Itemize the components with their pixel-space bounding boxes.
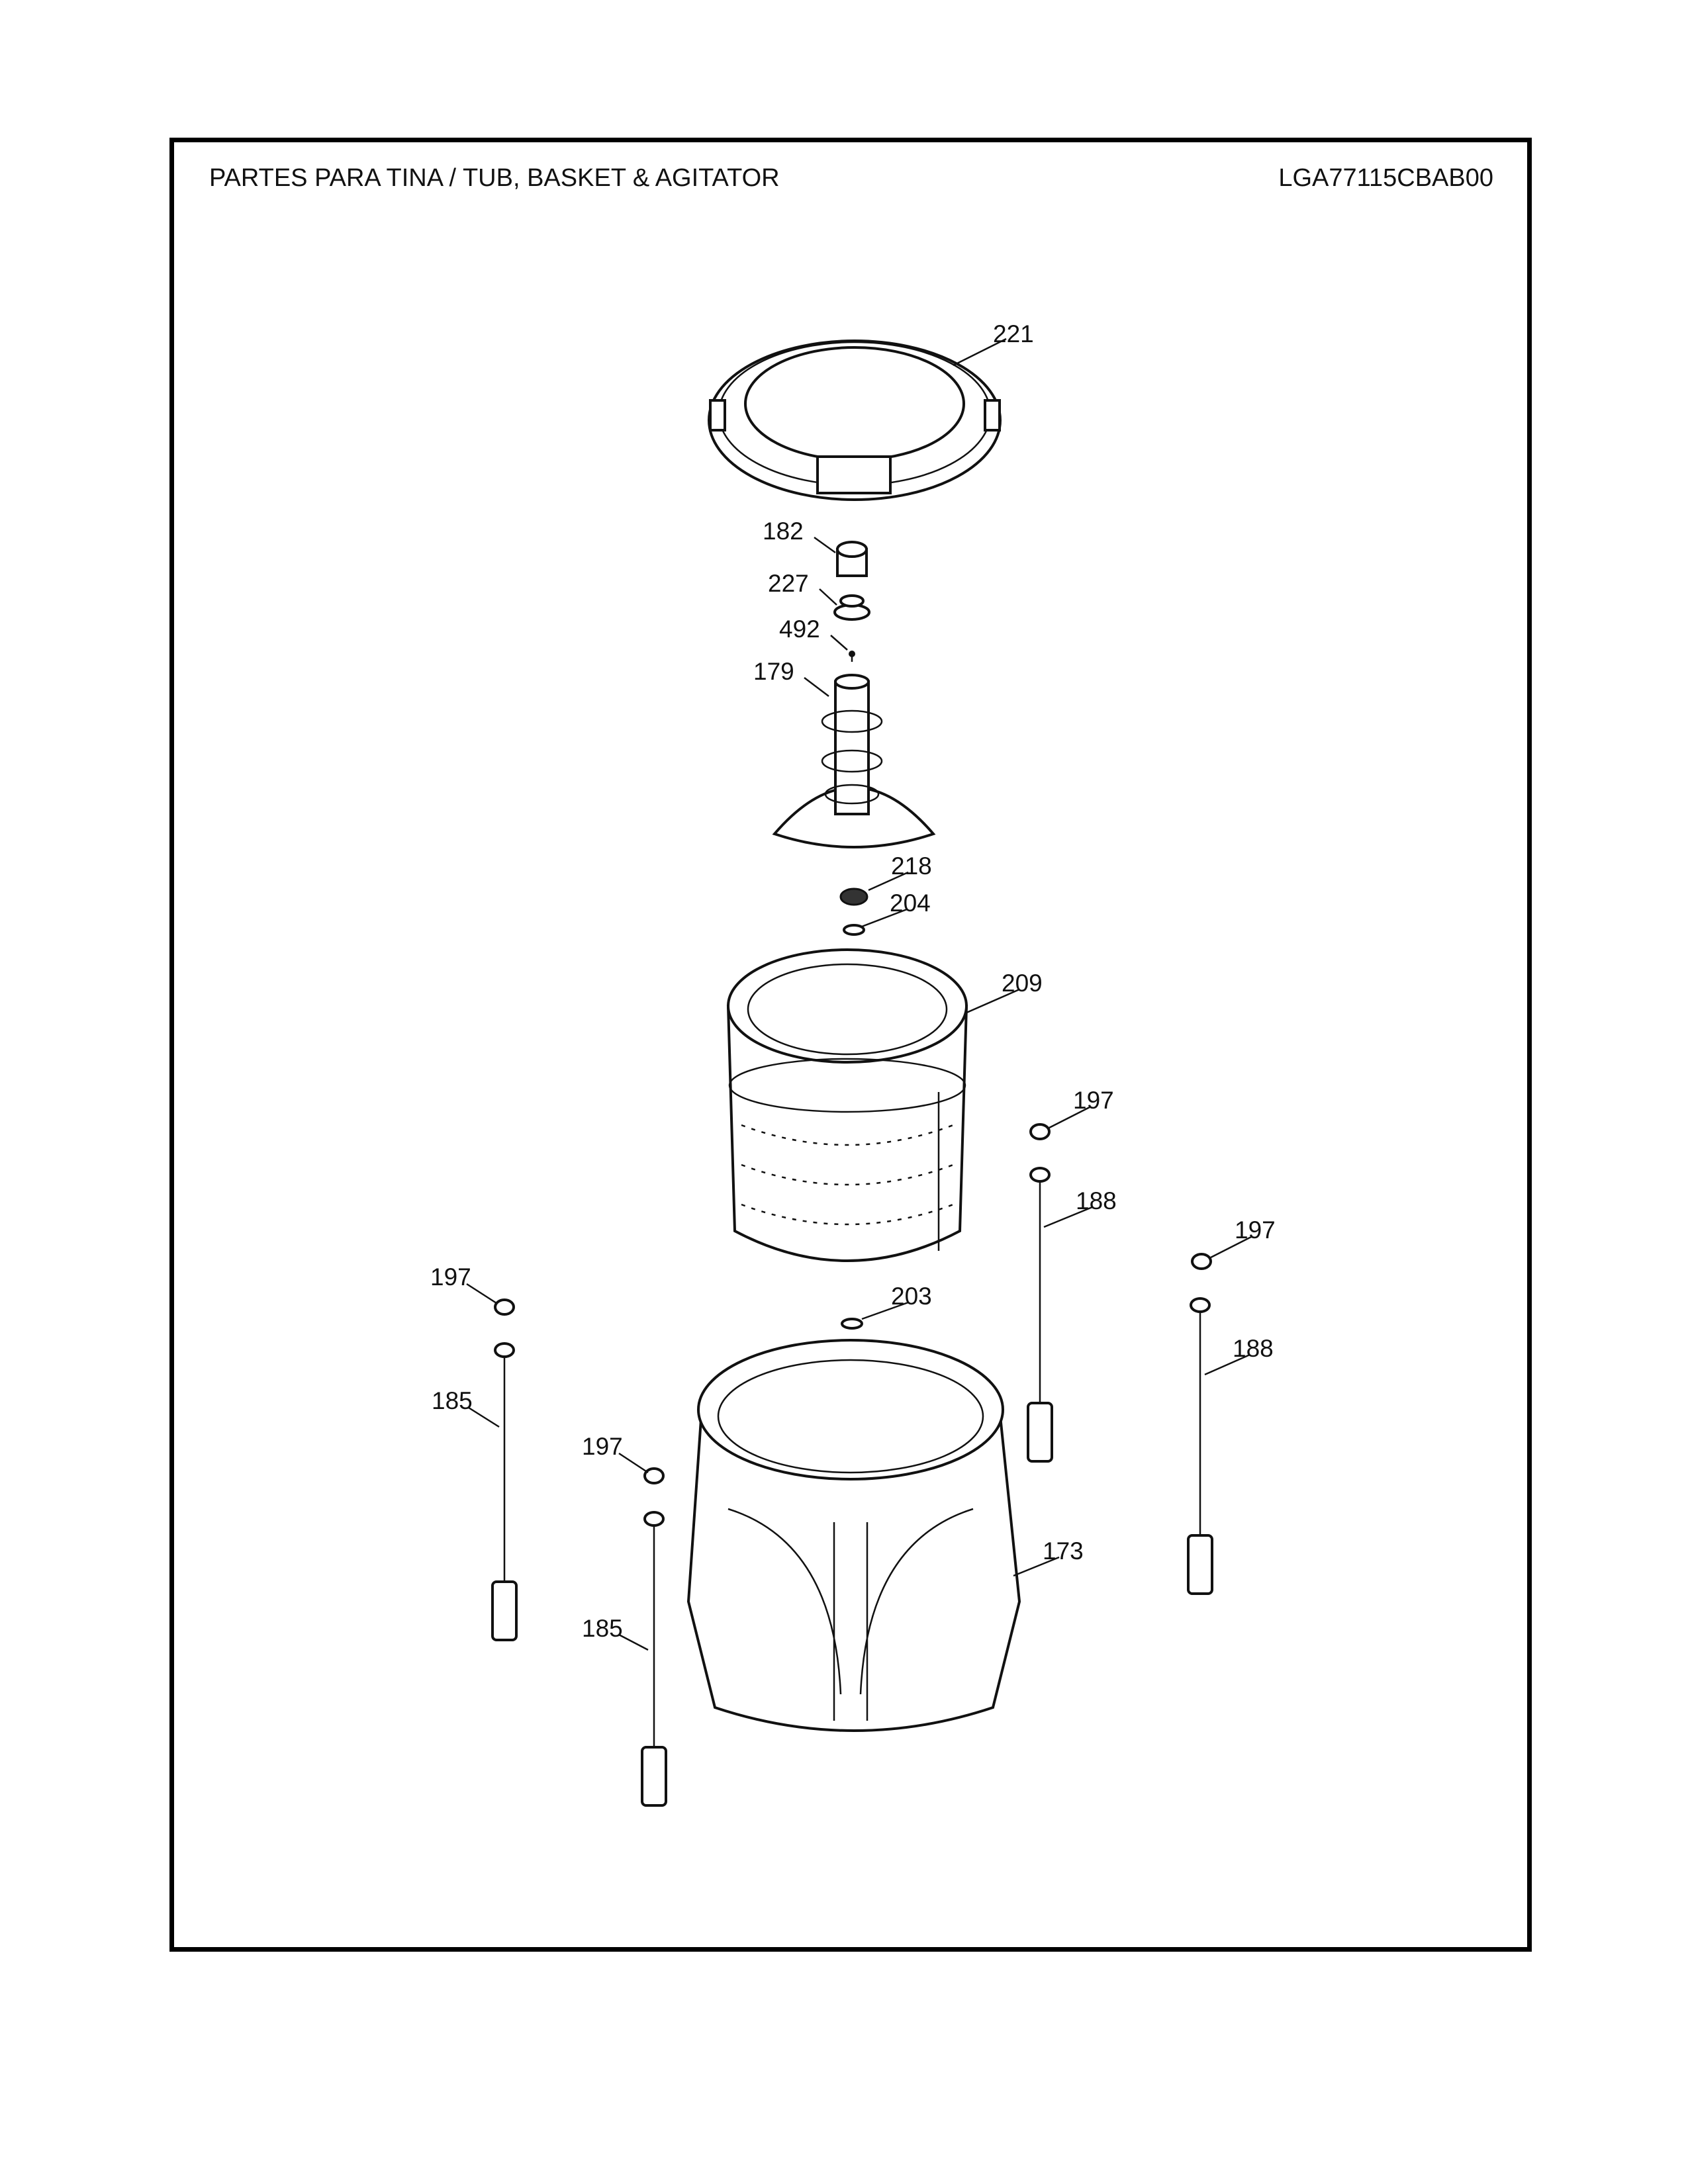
part-218-nut[interactable] [839,887,868,906]
callout-197: 197 [1235,1216,1276,1244]
part-197-pivot-cap[interactable] [1191,1253,1212,1270]
part-179-agitator[interactable] [772,674,936,848]
diagram-title: PARTES PARA TINA / TUB, BASKET & AGITATO… [209,164,780,192]
part-173-outer-tub[interactable] [686,1339,1021,1732]
part-188-suspension-rod[interactable] [1187,1297,1213,1595]
part-185-suspension-rod[interactable] [491,1342,518,1641]
callout-203: 203 [891,1283,932,1310]
part-188-suspension-rod[interactable] [1027,1167,1053,1463]
callout-221: 221 [993,320,1034,347]
callout-209: 209 [1002,970,1043,997]
part-185-suspension-rod[interactable] [641,1511,667,1807]
part-227-seal[interactable] [833,594,870,621]
callout-204: 204 [890,889,931,917]
part-197-pivot-cap[interactable] [643,1467,665,1484]
callout-173: 173 [1043,1537,1084,1565]
part-221-tub-cover[interactable] [708,340,1002,501]
part-209-basket[interactable] [726,948,968,1262]
callout-179: 179 [753,658,794,685]
callout-197: 197 [1073,1087,1114,1114]
callout-188: 188 [1233,1335,1274,1362]
part-182-bushing[interactable] [836,541,868,577]
part-197-pivot-cap[interactable] [494,1298,515,1316]
part-492-screw[interactable] [849,651,855,662]
part-204-washer[interactable] [843,924,865,936]
callout-185: 185 [432,1387,473,1414]
part-203-washer[interactable] [841,1318,863,1330]
part-197-pivot-cap[interactable] [1029,1123,1051,1140]
callout-227: 227 [768,570,809,597]
callout-492: 492 [779,615,820,643]
callout-182: 182 [763,518,804,545]
callout-197: 197 [430,1263,471,1291]
model-number: LGA77115CBAB00 [1278,164,1493,192]
diagram-frame [169,138,1532,1952]
callout-188: 188 [1076,1187,1117,1214]
callout-197: 197 [582,1433,623,1460]
callout-218: 218 [891,852,932,880]
callout-185: 185 [582,1615,623,1642]
leader-lines [466,338,1253,1651]
